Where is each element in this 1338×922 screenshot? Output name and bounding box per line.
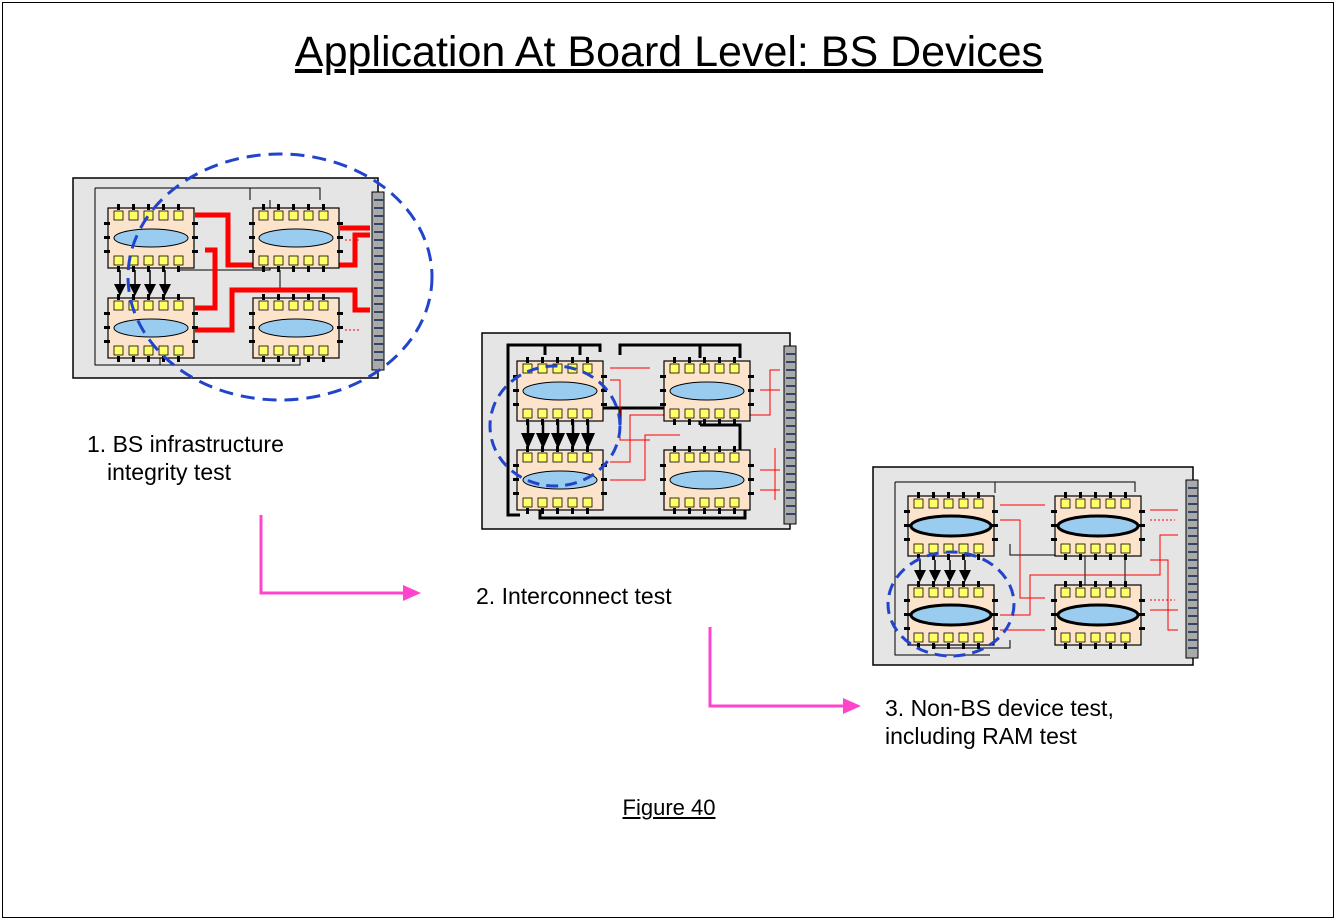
step-1-line1: 1. BS infrastructure [87,431,284,457]
step-3-line1: 3. Non-BS device test, [885,695,1114,721]
step-1-caption: 1. BS infrastructure integrity test [87,430,284,486]
board-1 [72,152,434,402]
step-3-line2: including RAM test [885,723,1077,749]
flow-arrow-1 [259,515,421,601]
board-3 [872,466,1199,666]
highlight-circle [488,364,622,488]
slide-title: Application At Board Level: BS Devices [294,28,1044,76]
step-1-line2: integrity test [107,459,231,485]
step-2-line1: 2. Interconnect test [476,583,672,609]
highlight-circle [886,550,1016,658]
highlight-circle [126,152,434,402]
step-3-caption: 3. Non-BS device test, including RAM tes… [885,694,1114,750]
step-2-caption: 2. Interconnect test [476,582,672,610]
figure-label: Figure 40 [622,795,716,820]
flow-arrow-2 [708,627,861,714]
board-2 [481,332,797,530]
